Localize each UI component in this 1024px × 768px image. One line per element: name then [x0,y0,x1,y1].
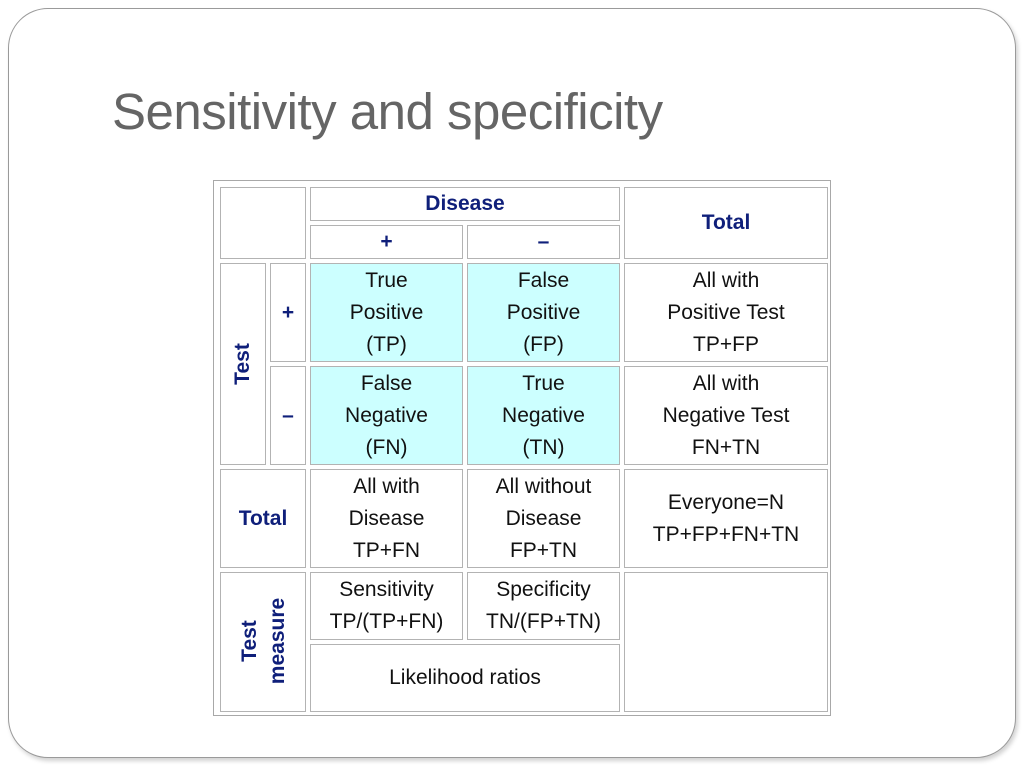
cell-line: All without [495,474,592,498]
cell-line: Disease [505,506,582,530]
cell-line: (TP) [366,332,407,356]
likelihood-ratios-cell: Likelihood ratios [310,644,620,712]
false-negative-cell: False Negative (FN) [310,366,463,465]
test-negative-header: – [270,366,306,465]
corner-cell [220,187,306,259]
cell-line: False [360,371,413,395]
sensitivity-cell: Sensitivity TP/(TP+FN) [310,572,463,640]
test-row-label: Test [231,343,254,385]
specificity-cell: Specificity TN/(FP+TN) [467,572,620,640]
cell-line: All with [692,268,760,292]
total-row-label: Total [220,469,306,568]
cell-line: Positive Test [667,300,785,324]
cell-line: All with [353,474,420,498]
total-column-header: Total [624,187,828,259]
false-positive-cell: False Positive (FP) [467,263,620,362]
cell-line: Specificity [496,578,591,601]
cell-line: TP+FP [693,332,759,356]
cell-line: Positive [349,300,424,324]
contingency-table: Disease Total + – Test + True Positive (… [213,180,831,716]
measure-label-line: measure [266,597,290,685]
test-row-label-cell: Test [220,263,266,465]
cell-line: TN/(FP+TN) [486,610,601,633]
cell-line: Negative [502,403,585,427]
true-negative-cell: True Negative (TN) [467,366,620,465]
cell-line: False [517,268,570,292]
title-specificity: specificity [447,83,663,140]
cell-line: (FP) [523,332,564,356]
true-positive-cell: True Positive (TP) [310,263,463,362]
cell-line: Positive [506,300,581,324]
cell-line: FP+TN [509,538,578,562]
test-measure-label-cell: Test measure [220,572,306,712]
empty-measure-cell [624,572,828,712]
disease-negative-total-cell: All without Disease FP+TN [467,469,620,568]
positive-test-total-cell: All with Positive Test TP+FP [624,263,828,362]
disease-negative-header: – [467,225,620,259]
title-sensitivity: Sensitivity [112,83,337,140]
cell-line: All with [692,371,760,395]
measure-label-line: Test [238,620,262,662]
cell-line: Everyone=N [667,490,785,514]
cell-line: Disease [348,506,425,530]
cell-line: True [365,268,408,292]
cell-line: Negative Test [662,403,790,427]
disease-header: Disease [310,187,620,221]
test-positive-header: + [270,263,306,362]
grand-total-cell: Everyone=N TP+FP+FN+TN [624,469,828,568]
cell-line: TP/(TP+FN) [329,610,444,633]
cell-line: Negative [345,403,428,427]
disease-positive-total-cell: All with Disease TP+FN [310,469,463,568]
cell-line: (TN) [522,435,565,459]
cell-line: TP+FN [352,538,421,562]
cell-line: TP+FP+FN+TN [652,522,800,546]
test-measure-label: Test measure [236,598,292,684]
cell-line: True [522,371,565,395]
slide-title: Sensitivity and specificity [112,82,663,141]
cell-line: FN+TN [691,435,761,459]
cell-line: Sensitivity [339,578,434,601]
disease-positive-header: + [310,225,463,259]
negative-test-total-cell: All with Negative Test FN+TN [624,366,828,465]
cell-line: (FN) [365,435,408,459]
title-and: and [336,83,448,140]
matrix-table: Disease Total + – Test + True Positive (… [216,183,832,716]
